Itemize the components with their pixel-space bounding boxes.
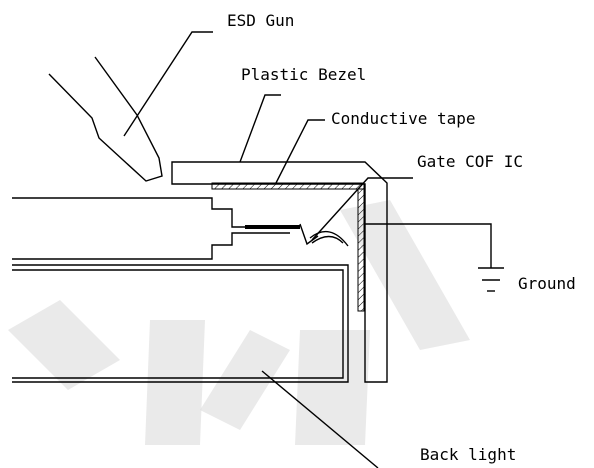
panel-layers xyxy=(12,197,300,260)
label-ground: Ground xyxy=(518,274,576,293)
label-back-light: Back light xyxy=(420,445,516,464)
esd-gun xyxy=(48,31,213,182)
label-gate-cof-ic: Gate COF IC xyxy=(417,152,523,171)
label-esd-gun: ESD Gun xyxy=(227,11,294,30)
label-conductive-tape: Conductive tape xyxy=(331,109,476,128)
watermark xyxy=(8,200,470,445)
plastic-bezel xyxy=(171,94,388,383)
conductive-tape xyxy=(211,119,365,312)
label-plastic-bezel: Plastic Bezel xyxy=(241,65,366,84)
ground-symbol xyxy=(364,223,504,292)
backlight xyxy=(12,264,379,468)
gate-cof-ic xyxy=(299,177,413,247)
